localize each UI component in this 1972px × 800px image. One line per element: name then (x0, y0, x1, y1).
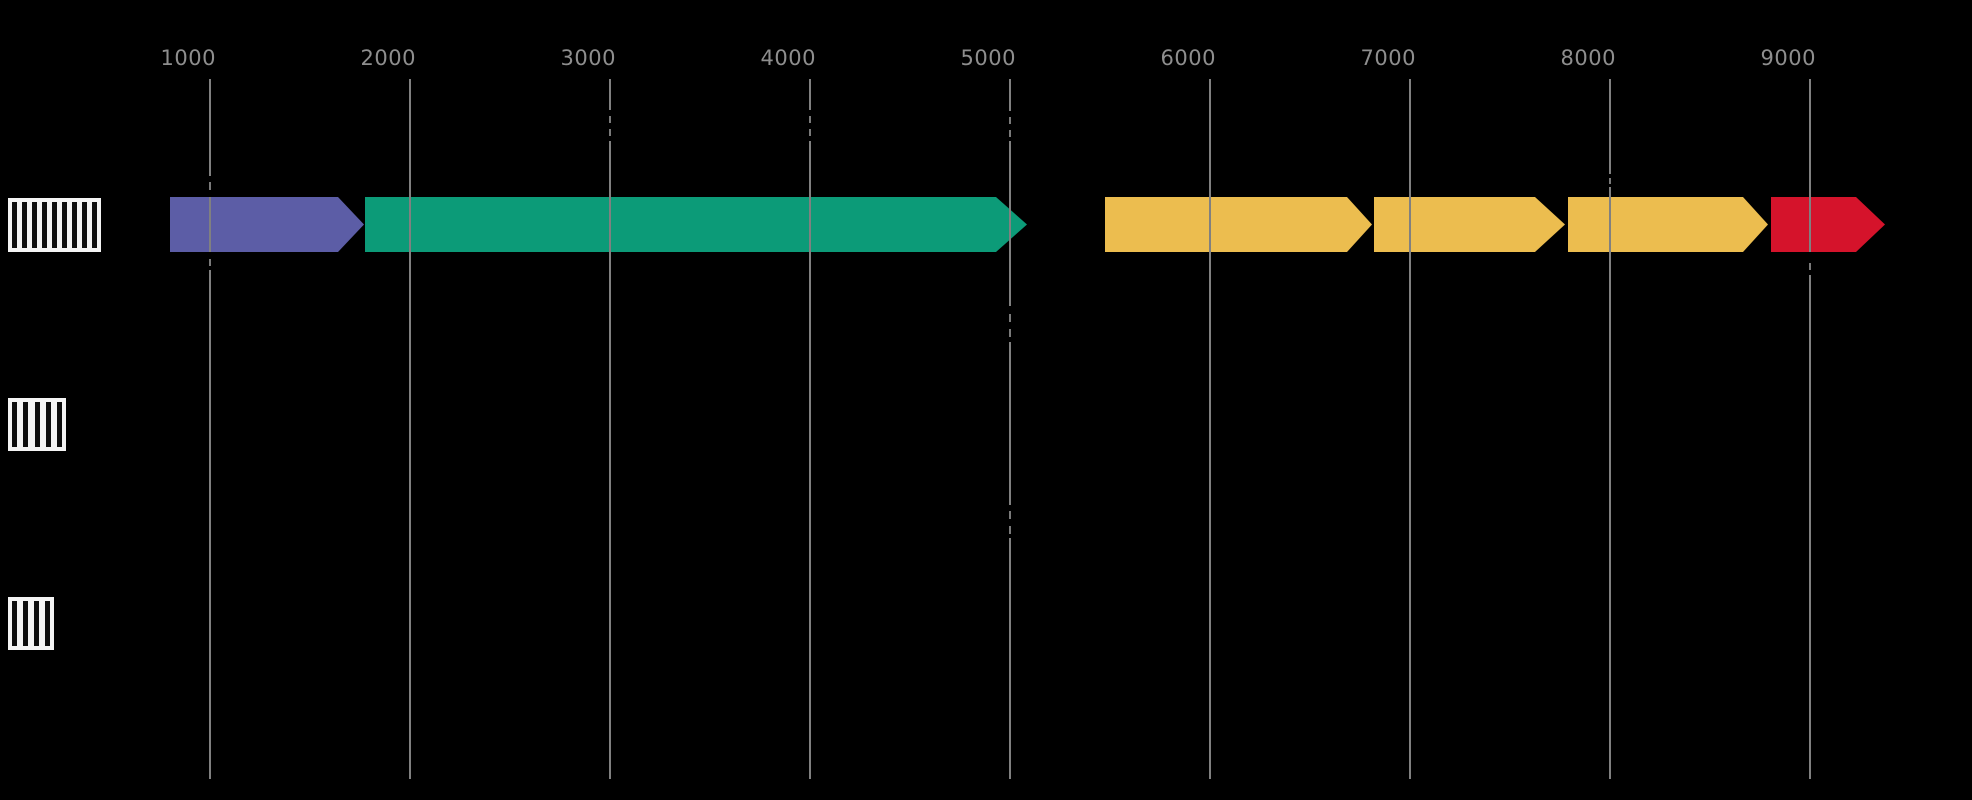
axis-tick-label: 1000 (160, 46, 216, 70)
glyph-bar (34, 402, 40, 447)
glyph-bar (72, 202, 77, 248)
gridline-break-dash (1009, 117, 1011, 124)
track-label-box (8, 597, 54, 650)
axis-gridline (409, 79, 411, 779)
gene-feature-arrow (1105, 197, 1372, 252)
glyph-bar (82, 202, 87, 248)
gridline-break-dash (809, 116, 811, 123)
gridline-break-dash (1009, 130, 1011, 137)
track-label-glyph-bars (12, 402, 62, 447)
glyph-bar (12, 402, 17, 447)
gridline-break-dash (1009, 526, 1011, 534)
axis-gridline (1209, 79, 1211, 779)
glyph-bar (42, 202, 47, 248)
axis-tick-label: 5000 (960, 46, 1016, 70)
glyph-bar (62, 202, 67, 248)
glyph-bar (92, 202, 97, 248)
glyph-bar (32, 202, 37, 248)
gridline-break-dash (609, 129, 611, 136)
glyph-bar (45, 402, 51, 447)
gridline-break-dash (1009, 511, 1011, 519)
axis-tick-label: 4000 (760, 46, 816, 70)
glyph-bar (34, 601, 39, 646)
gridline-break-gap (1007, 505, 1013, 538)
glyph-bar (23, 601, 28, 646)
axis-tick-label: 8000 (1560, 46, 1616, 70)
axis-tick-label: 9000 (1760, 46, 1816, 70)
glyph-bar (22, 202, 27, 248)
gridline-break-gap (807, 110, 813, 141)
track-label-box (8, 398, 66, 451)
gridline-break-dash (609, 116, 611, 123)
gene-feature-arrow (1568, 197, 1768, 252)
gene-feature-arrow (170, 197, 364, 252)
axis-gridline (809, 79, 811, 779)
glyph-bar (23, 402, 29, 447)
track-label-glyph-bars (12, 202, 97, 248)
gridline-break-dash (1009, 314, 1011, 322)
axis-gridline (609, 79, 611, 779)
track-label-glyph-bars (12, 601, 50, 646)
axis-tick-label: 2000 (360, 46, 416, 70)
axis-tick-label: 3000 (560, 46, 616, 70)
axis-gridline (209, 79, 211, 779)
glyph-bar (57, 402, 62, 447)
gridline-break-dash (1009, 329, 1011, 337)
axis-gridline (1609, 79, 1611, 779)
gene-feature-arrow (1771, 197, 1885, 252)
glyph-bar (12, 601, 17, 646)
gene-feature-arrow (365, 197, 1027, 252)
glyph-bar (12, 202, 17, 248)
gridline-break-dash (809, 129, 811, 136)
track-label-box (8, 198, 101, 252)
gridline-break-dash (1809, 263, 1811, 270)
gridline-break-dash (1609, 178, 1611, 184)
axis-tick-label: 7000 (1360, 46, 1416, 70)
glyph-bar (45, 601, 50, 646)
axis-gridline (1409, 79, 1411, 779)
gridline-break-dash (209, 259, 211, 266)
gene-feature-arrow (1374, 197, 1565, 252)
gridline-break-gap (1007, 111, 1013, 141)
axis-gridline (1809, 79, 1811, 779)
gridline-break-dash (209, 182, 211, 190)
gridline-break-gap (607, 110, 613, 141)
axis-tick-label: 6000 (1160, 46, 1216, 70)
gridline-break-gap (1007, 306, 1013, 342)
glyph-bar (52, 202, 57, 248)
axis-gridline (1009, 79, 1011, 779)
